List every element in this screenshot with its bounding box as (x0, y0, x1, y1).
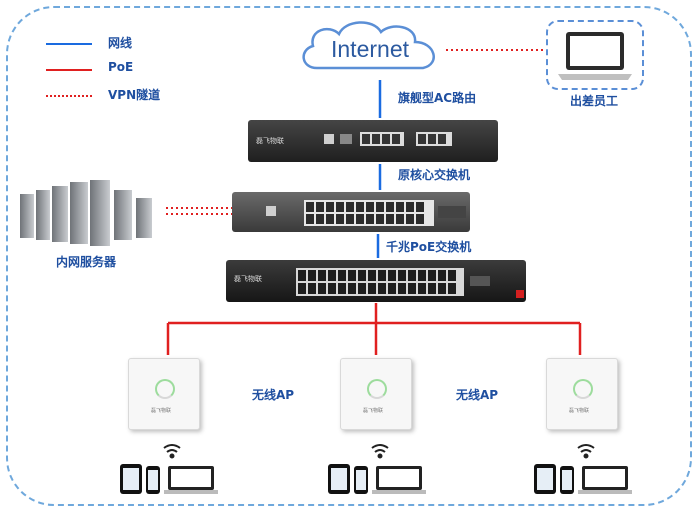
ethernet-line-swatch (46, 43, 92, 45)
diagram-frame (6, 6, 692, 506)
legend-item-vpn: VPN隧道 (46, 86, 186, 112)
access-point-left: 磊飞物联 (128, 358, 200, 430)
poe-brand: 磊飞物联 (234, 275, 262, 283)
client-devices-right (534, 444, 632, 494)
legend-label: 网线 (108, 36, 133, 50)
access-point-icon (155, 379, 175, 399)
ap-left-label: 无线AP (252, 388, 295, 402)
switch-icon (266, 200, 466, 226)
laptop-icon (372, 466, 426, 494)
laptop-icon (164, 466, 218, 494)
switch-icon (296, 268, 524, 298)
access-point-middle: 磊飞物联 (340, 358, 412, 430)
router-brand: 磊飞物联 (256, 137, 284, 145)
ac-router-label: 旗舰型AC路由 (398, 91, 477, 105)
legend-label: VPN隧道 (108, 88, 161, 102)
poe-switch: 磊飞物联 (226, 260, 526, 302)
client-devices-middle (328, 444, 426, 494)
server-rack-icon (20, 180, 152, 246)
ap-logo: 磊飞物联 (151, 408, 172, 414)
legend: 网线 PoE VPN隧道 (46, 34, 186, 112)
legend-item-ethernet: 网线 (46, 34, 186, 60)
router-icon (324, 132, 452, 146)
wifi-icon (371, 444, 389, 459)
remote-label: 出差员工 (570, 94, 619, 108)
poe-line-swatch (46, 69, 92, 71)
internet-cloud: Internet (295, 16, 445, 78)
wifi-icon (577, 444, 595, 459)
wifi-icon (163, 444, 181, 459)
vpn-line-swatch (46, 95, 92, 97)
ap-middle-label: 无线AP (456, 388, 499, 402)
cloud-icon (302, 21, 435, 70)
legend-label: PoE (108, 60, 134, 74)
legend-item-poe: PoE (46, 60, 186, 86)
servers-label: 内网服务器 (56, 255, 117, 269)
laptop-icon (578, 466, 632, 494)
access-point-icon (573, 379, 593, 399)
core-switch-label: 原核心交换机 (398, 168, 471, 182)
laptop-icon (558, 32, 632, 80)
access-point-icon (367, 379, 387, 399)
core-switch (232, 192, 470, 232)
ac-router: 磊飞物联 (248, 120, 498, 162)
ap-logo: 磊飞物联 (569, 408, 590, 414)
poe-switch-label: 千兆PoE交换机 (386, 240, 472, 254)
remote-worker-box (546, 20, 644, 90)
access-point-right: 磊飞物联 (546, 358, 618, 430)
client-devices-left (120, 444, 218, 494)
ap-logo: 磊飞物联 (363, 408, 384, 414)
internet-label: Internet (331, 36, 409, 62)
